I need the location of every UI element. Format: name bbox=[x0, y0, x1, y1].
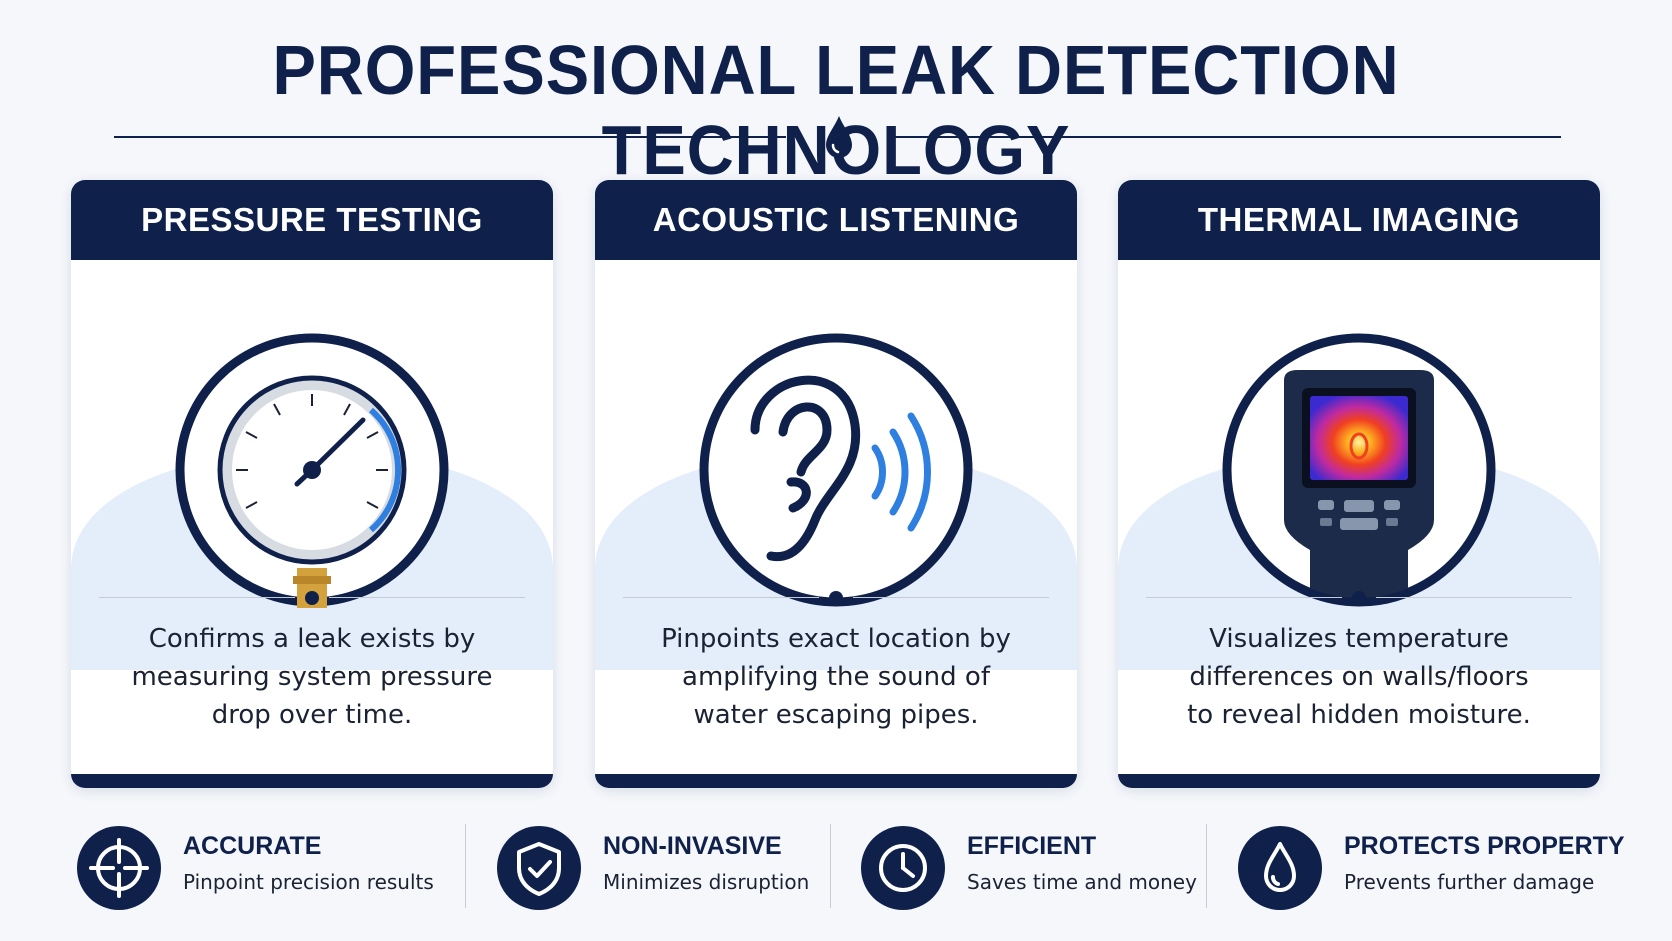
water-drop-icon bbox=[1238, 826, 1322, 910]
benefit-protects-property: PROTECTS PROPERTY Prevents further damag… bbox=[1238, 822, 1658, 912]
benefit-non-invasive: NON-INVASIVE Minimizes disruption bbox=[497, 822, 817, 912]
benefit-subtitle: Prevents further damage bbox=[1344, 870, 1595, 894]
page-title: PROFESSIONAL LEAK DETECTION TECHNOLOGY bbox=[272, 31, 1400, 189]
card-divider bbox=[623, 591, 1049, 605]
description-line: amplifying the sound of bbox=[682, 662, 990, 692]
description-line: water escaping pipes. bbox=[693, 700, 979, 730]
card-divider bbox=[1146, 591, 1572, 605]
card-title: THERMAL IMAGING bbox=[1118, 180, 1600, 260]
benefit-title: EFFICIENT bbox=[967, 832, 1097, 860]
benefit-title: PROTECTS PROPERTY bbox=[1344, 832, 1625, 860]
description-line: differences on walls/floors bbox=[1189, 662, 1529, 692]
card-footer-bar bbox=[595, 774, 1077, 788]
benefit-separator bbox=[830, 824, 831, 908]
card-footer-bar bbox=[1118, 774, 1600, 788]
description-line: Pinpoints exact location by bbox=[661, 624, 1011, 654]
card-thermal-imaging: THERMAL IMAGING bbox=[1118, 180, 1600, 788]
card-title: ACOUSTIC LISTENING bbox=[595, 180, 1077, 260]
crosshair-icon bbox=[77, 826, 161, 910]
title-rule-right bbox=[893, 136, 1561, 138]
card-acoustic-listening: ACOUSTIC LISTENING Pinpoints exact locat… bbox=[595, 180, 1077, 788]
benefit-subtitle: Pinpoint precision results bbox=[183, 870, 434, 894]
description-line: Confirms a leak exists by bbox=[148, 624, 476, 654]
description-line: Visualizes temperature bbox=[1209, 624, 1509, 654]
water-drop-icon bbox=[826, 116, 852, 158]
card-footer-bar bbox=[71, 774, 553, 788]
description-line: drop over time. bbox=[211, 700, 413, 730]
ear-sound-icon bbox=[750, 375, 861, 562]
card-description: Visualizes temperature differences on wa… bbox=[1148, 620, 1570, 734]
benefit-title: NON-INVASIVE bbox=[603, 832, 782, 860]
thermal-camera-icon bbox=[1284, 370, 1434, 598]
benefit-subtitle: Minimizes disruption bbox=[603, 870, 810, 894]
benefit-accurate: ACCURATE Pinpoint precision results bbox=[77, 822, 437, 912]
benefit-subtitle: Saves time and money bbox=[967, 870, 1197, 894]
sound-waves bbox=[871, 412, 931, 532]
description-line: measuring system pressure bbox=[131, 662, 493, 692]
benefit-efficient: EFFICIENT Saves time and money bbox=[861, 822, 1201, 912]
benefit-separator bbox=[465, 824, 466, 908]
title-rule-left bbox=[114, 136, 786, 138]
benefit-separator bbox=[1206, 824, 1207, 908]
card-title: PRESSURE TESTING bbox=[71, 180, 553, 260]
card-description: Pinpoints exact location by amplifying t… bbox=[625, 620, 1047, 734]
shield-check-icon bbox=[497, 826, 581, 910]
card-illustration bbox=[71, 333, 553, 756]
description-line: to reveal hidden moisture. bbox=[1187, 700, 1531, 730]
card-divider bbox=[99, 591, 525, 605]
card-description: Confirms a leak exists by measuring syst… bbox=[101, 620, 523, 734]
benefit-title: ACCURATE bbox=[183, 832, 322, 860]
clock-icon bbox=[861, 826, 945, 910]
card-pressure-testing: PRESSURE TESTING bbox=[71, 180, 553, 788]
